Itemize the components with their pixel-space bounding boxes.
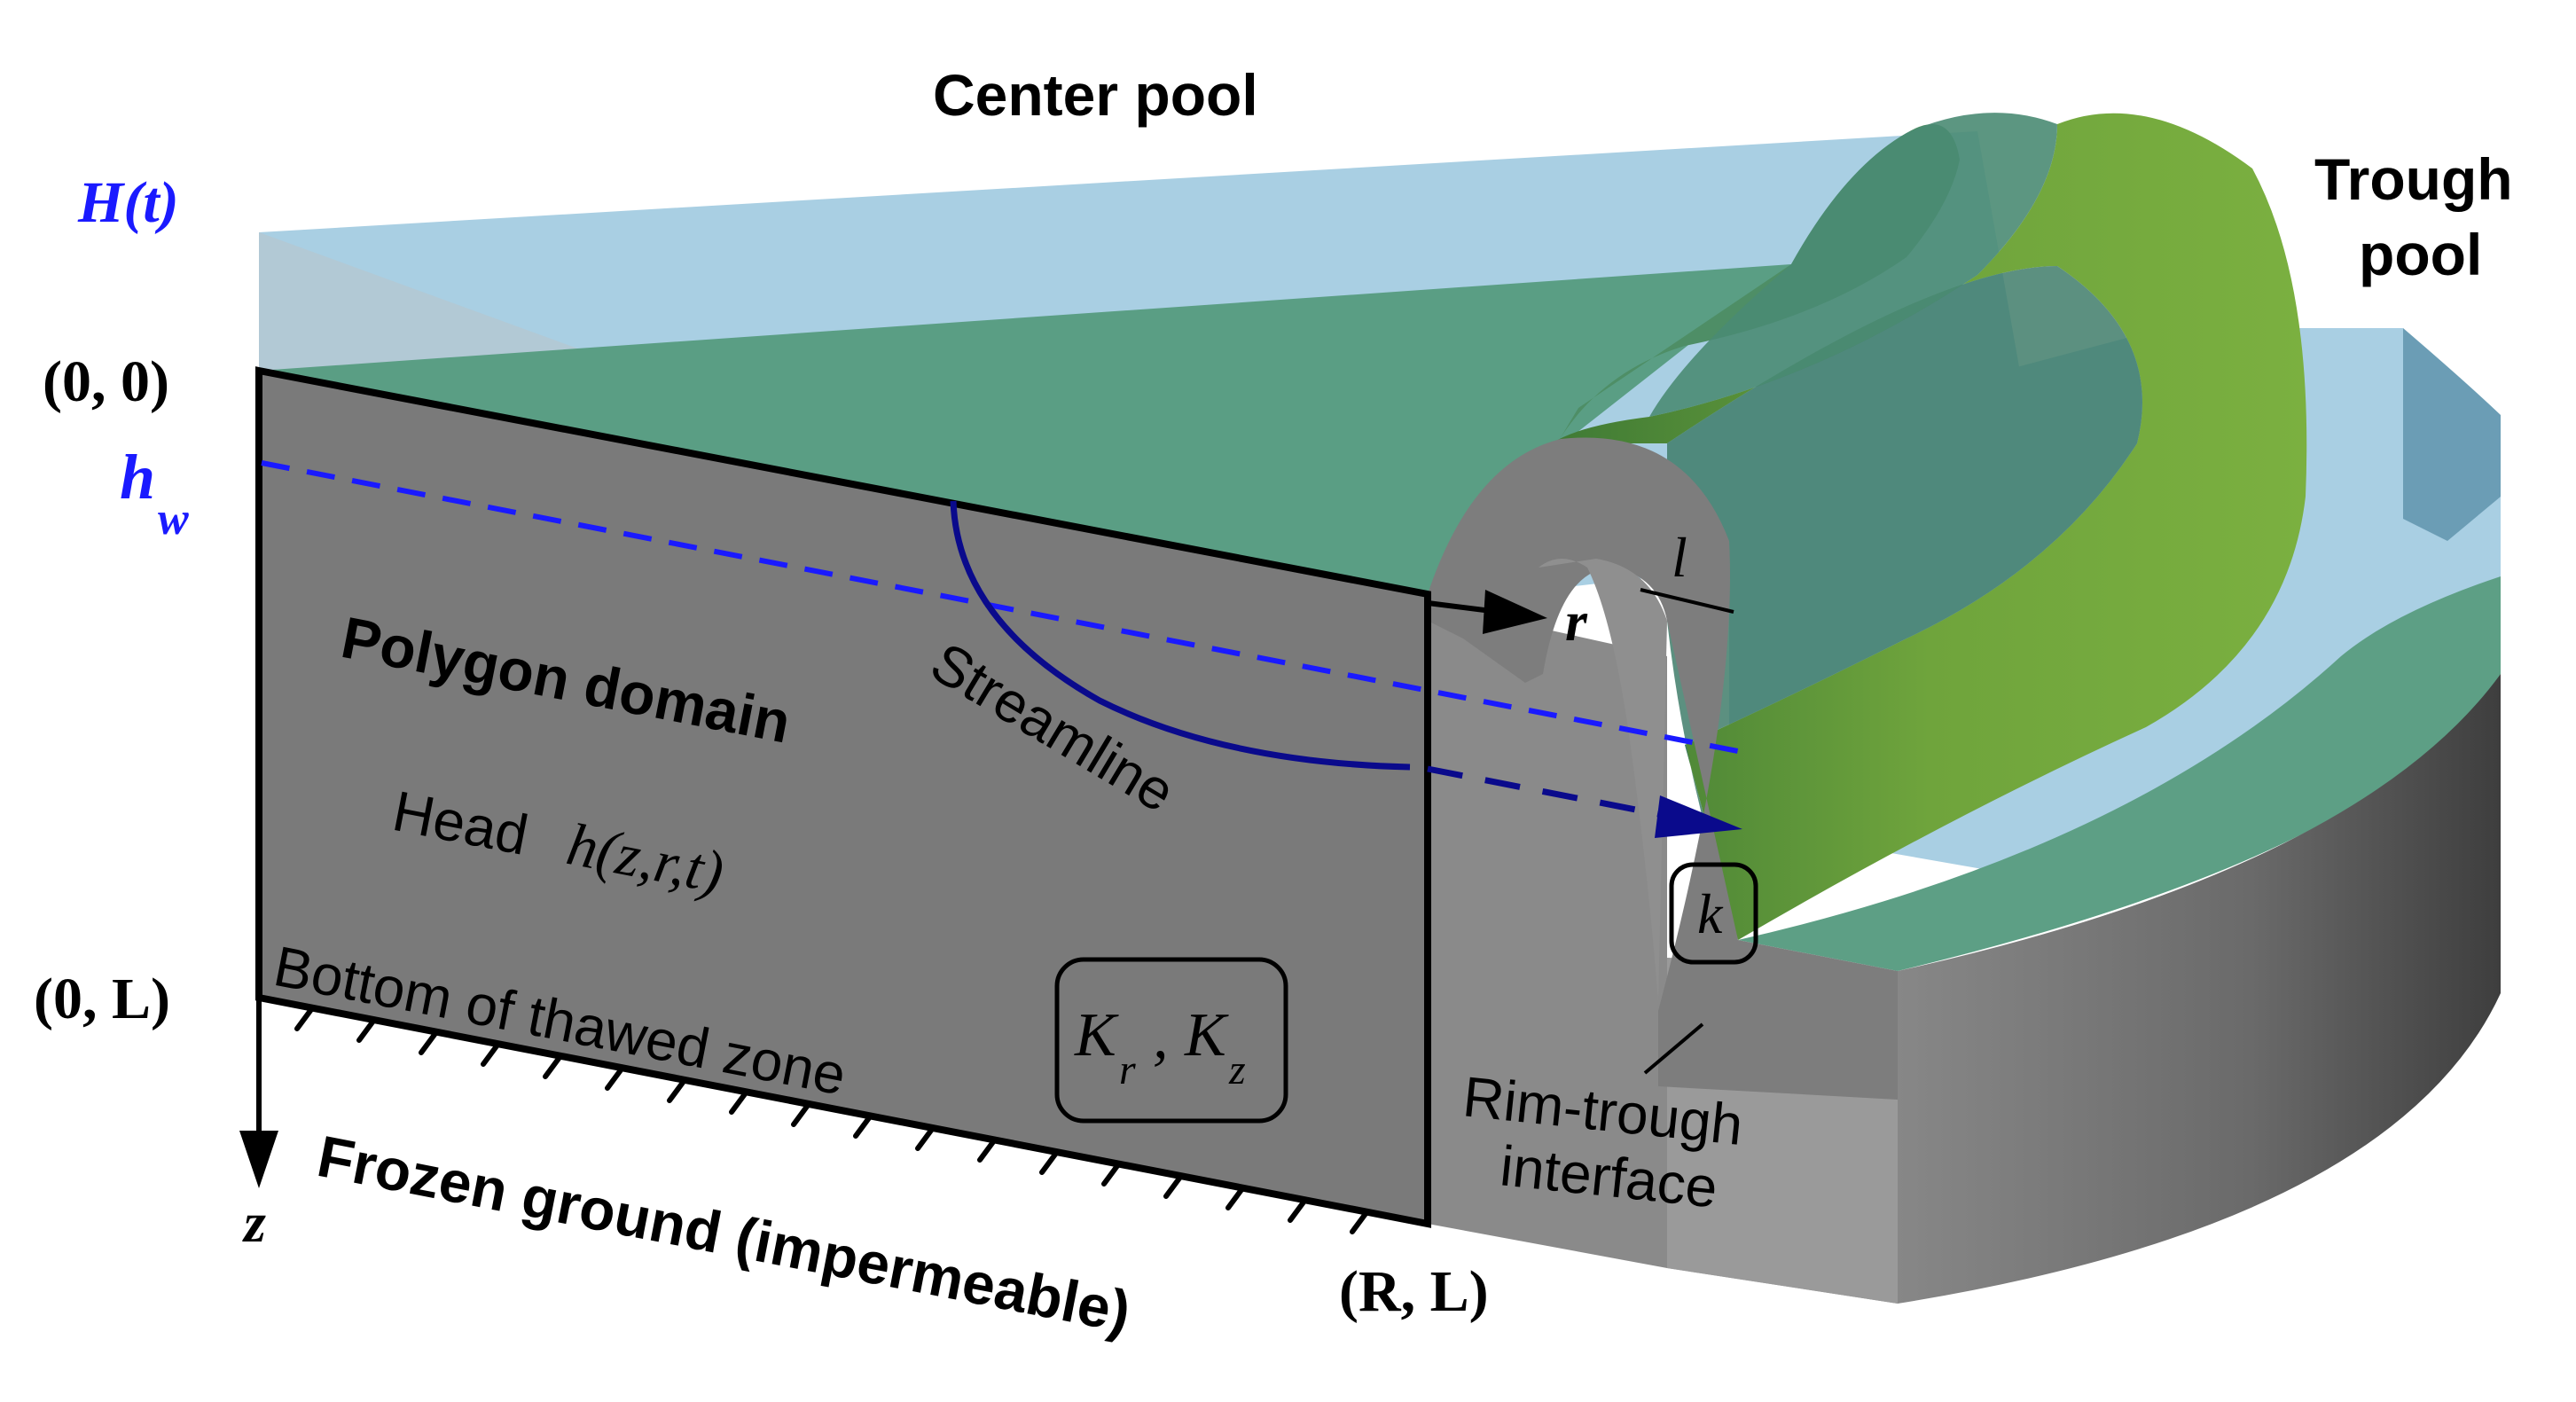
svg-text:,: , (1153, 1003, 1169, 1071)
z-axis-label: z (242, 1191, 266, 1254)
polygon-domain-face (255, 366, 1431, 1228)
polygon-top-surface (259, 264, 1791, 594)
k-label: k (1697, 882, 1724, 945)
trough-pool-label-1: Trough (2314, 146, 2513, 212)
center-pool-label: Center pool (933, 62, 1258, 128)
rim-cross-section (1428, 437, 1898, 1100)
trough-floor-surface (1738, 576, 2501, 971)
rim-pointer-line (1643, 1022, 1704, 1075)
streamline-curve (950, 500, 1411, 771)
rim-inner-face (1667, 266, 2142, 940)
water-table-line (261, 460, 1752, 756)
water-table-label: h (120, 442, 155, 513)
trough-pool-label-2: pool (2359, 222, 2482, 287)
z-axis-arrowhead (239, 1131, 278, 1188)
origin-label: (0, 0) (43, 349, 169, 414)
bottom-right-label: (R, L) (1339, 1259, 1489, 1324)
water-table-subscript: w (158, 494, 189, 544)
rim-back-fold (1649, 113, 2057, 417)
r-axis-arrowhead (1483, 590, 1547, 634)
rim-ridge-crest (1552, 113, 2307, 940)
l-indicator-line (1640, 588, 1734, 614)
trough-water-rim-face (2403, 328, 2501, 541)
conductivity-label: K r , K z (1074, 1001, 1246, 1093)
bottom-left-label: (0, L) (34, 967, 170, 1031)
rim-section-inner (1539, 559, 1667, 1002)
svg-text:K: K (1074, 1001, 1119, 1069)
l-width-label: l (1672, 526, 1687, 589)
svg-text:r: r (1119, 1046, 1136, 1093)
gray-front-block (1428, 603, 1667, 1268)
r-axis-label: r (1565, 590, 1588, 653)
frozen-ground-hatches (294, 1006, 1370, 1234)
conductivity-box (1054, 957, 1288, 1124)
frozen-ground-label: Frozen ground (impermeable) (312, 1123, 1135, 1344)
svg-text:z: z (1228, 1046, 1246, 1093)
water-head-label: H(t) (77, 170, 179, 235)
svg-text:K: K (1184, 1001, 1229, 1069)
rim-k-box (1669, 862, 1758, 965)
streamline-arrowhead (1655, 795, 1742, 838)
streamline-continuation (1427, 765, 1659, 818)
